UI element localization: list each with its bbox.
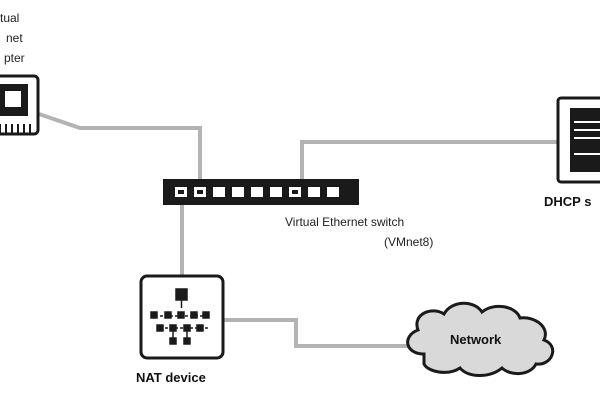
virtual-adapter: tual net pter (0, 11, 40, 136)
adapter-pins (0, 124, 31, 134)
nat-device: NAT device (136, 274, 225, 385)
network-cloud: Network (406, 301, 555, 377)
switch-label: Virtual Ethernet switch (285, 215, 404, 229)
adapter-label-line1: tual (0, 11, 19, 25)
adapter-to-switch-line (35, 111, 202, 187)
dhcp-server-panel (570, 108, 600, 172)
switch-port-inner (178, 190, 298, 194)
adapter-label-line3: pter (4, 51, 25, 65)
nat-device-label: NAT device (136, 370, 206, 385)
dhcp-server-slots (574, 121, 600, 155)
dhcp-server-label: DHCP s (544, 194, 591, 209)
network-label: Network (450, 332, 502, 347)
nat-to-network-line (224, 318, 412, 348)
nat-network-icon (150, 288, 210, 345)
connections (35, 111, 558, 348)
adapter-chip-core (3, 89, 23, 109)
dhcp-server: DHCP s (544, 96, 600, 209)
network-cloud-shape (406, 301, 555, 377)
switch-to-dhcp-line (300, 140, 558, 187)
virtual-switch: Virtual Ethernet switch (VMnet8) (163, 179, 433, 249)
adapter-label-line2: net (6, 31, 23, 45)
switch-label-sub: (VMnet8) (384, 235, 433, 249)
